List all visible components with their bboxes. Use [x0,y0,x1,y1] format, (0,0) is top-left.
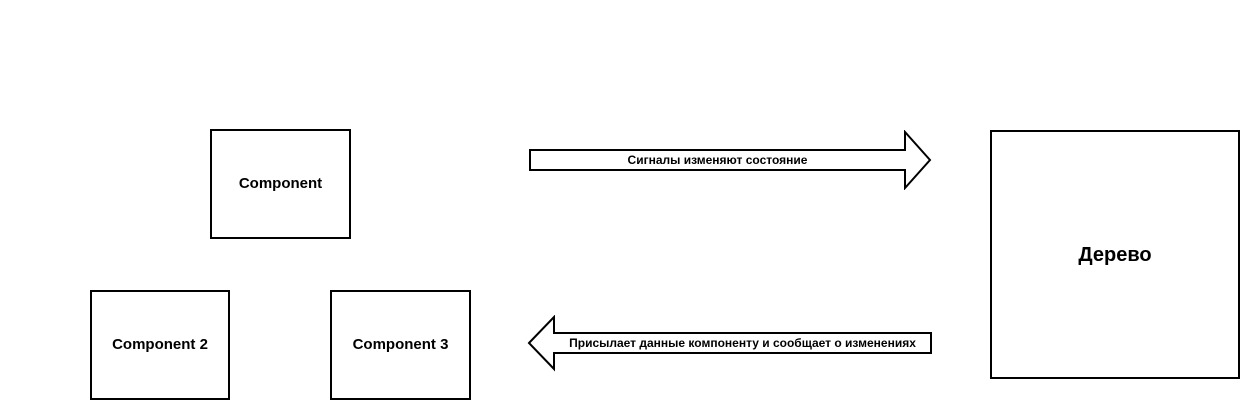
node-component: Component [210,129,351,239]
node-component-3: Component 3 [330,290,471,400]
updates-arrow-label: Присылает данные компоненту и сообщает о… [569,336,916,350]
node-component-label: Component [238,175,323,192]
node-component-2: Component 2 [90,290,230,400]
node-component-3-label: Component 3 [352,336,449,353]
node-tree: Дерево [990,130,1240,379]
right-block-arrow-icon [529,130,932,190]
node-component-2-label: Component 2 [112,336,208,353]
node-tree-label: Дерево [1078,243,1152,266]
signals-arrow-label: Сигналы изменяют состояние [627,153,808,167]
left-block-arrow-icon [527,315,932,372]
